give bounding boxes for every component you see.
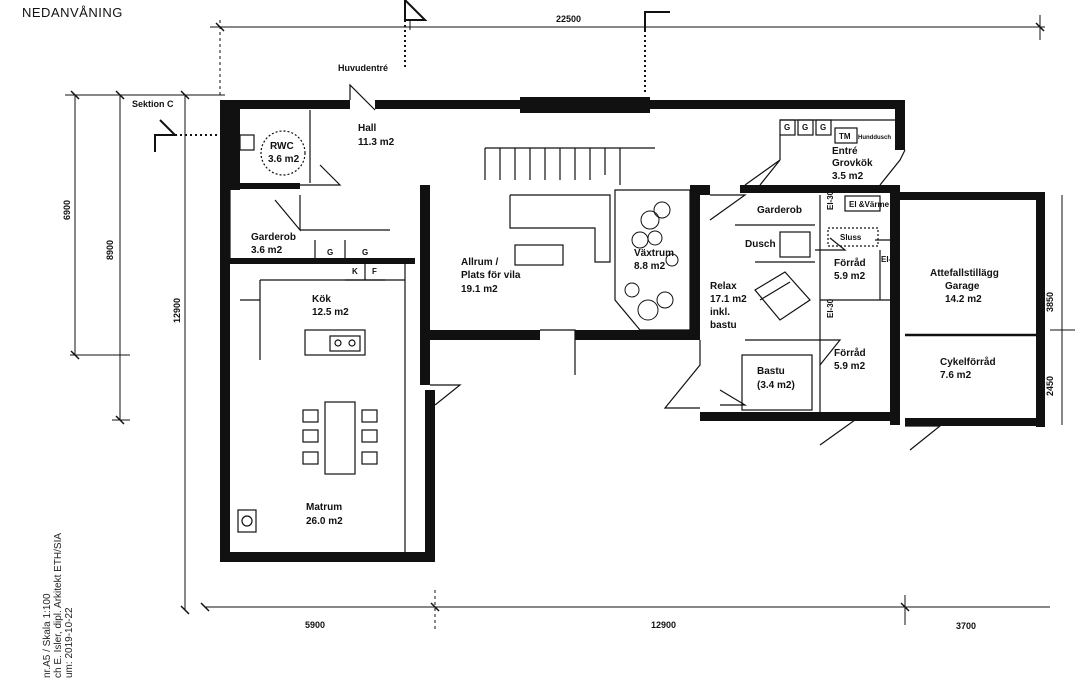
- stamp-line1: nr.A5 / Skala 1:100: [42, 593, 53, 678]
- room-forrad2-name: Förråd: [834, 348, 866, 359]
- plants: [624, 201, 679, 321]
- dim-bottom-left: 5900: [305, 620, 326, 630]
- room-garage-area: 14.2 m2: [945, 294, 982, 305]
- label-f: F: [372, 267, 377, 276]
- room-forrad1-name: Förråd: [834, 258, 866, 269]
- entrance-label: Huvudentré: [338, 63, 389, 73]
- room-rwc-name: RWC: [270, 141, 294, 152]
- room-hall-area: 11.3 m2: [358, 137, 395, 148]
- room-vaxtrum-area: 8.8 m2: [634, 261, 666, 272]
- room-bastu-name: Bastu: [757, 366, 785, 377]
- room-entre-name1: Entré: [832, 146, 858, 157]
- room-allrum-area: 19.1 m2: [461, 284, 498, 295]
- room-hall-name: Hall: [358, 123, 377, 134]
- room-forrad2-area: 5.9 m2: [834, 361, 866, 372]
- room-relax-note2: bastu: [710, 320, 737, 331]
- label-g2: G: [362, 248, 369, 257]
- label-k: K: [352, 267, 358, 276]
- section-c-marker: [154, 119, 178, 152]
- label-ei30-3: EI-30: [826, 298, 835, 318]
- room-relax-note1: inkl.: [710, 307, 731, 318]
- stamp-line2: ch E. Isler, dipl. Arkitekt ETH/SIA: [53, 532, 64, 678]
- drawing-stamp: nr.A5 / Skala 1:100 ch E. Isler, dipl. A…: [42, 533, 75, 678]
- label-g1: G: [327, 248, 334, 257]
- room-garderob-name: Garderob: [251, 232, 297, 243]
- room-rwc-area: 3.6 m2: [268, 154, 300, 165]
- room-entre-name2: Grovkök: [832, 158, 873, 169]
- label-tm: TM: [839, 132, 851, 141]
- room-matrum-name: Matrum: [306, 502, 343, 513]
- stamp-line3: um: 2019-10-22: [64, 607, 75, 678]
- label-sluss: Sluss: [840, 233, 862, 242]
- label-hunddusch: Hunddusch: [858, 135, 891, 141]
- room-cykel-area: 7.6 m2: [940, 370, 972, 381]
- room-entre-area: 3.5 m2: [832, 171, 864, 182]
- label-ei30-2: EI-30: [826, 190, 835, 210]
- label-el-varme: El &Värme: [849, 200, 890, 209]
- drawing-title: NEDANVÅNING: [22, 5, 123, 20]
- dim-top: 22500: [556, 14, 582, 24]
- room-cykel-name: Cykelförråd: [940, 357, 996, 368]
- dim-left-inner: 6900: [62, 199, 72, 220]
- room-allrum-name2: Plats för vila: [461, 270, 521, 281]
- room-relax-area: 17.1 m2: [710, 294, 747, 305]
- dim-right-bottom: 2450: [1045, 375, 1055, 396]
- label-ei30-1: EI-30: [881, 255, 901, 264]
- room-bastu-area: (3.4 m2): [757, 380, 795, 391]
- dim-left-mid: 12900: [172, 297, 182, 323]
- dim-bottom-mid: 12900: [651, 620, 677, 630]
- room-kok-name: Kök: [312, 294, 331, 305]
- room-kok-area: 12.5 m2: [312, 307, 349, 318]
- dim-bottom-right: 3700: [956, 621, 977, 631]
- room-matrum-area: 26.0 m2: [306, 516, 343, 527]
- label-g3: G: [784, 123, 791, 132]
- room-dusch-name: Dusch: [745, 239, 776, 250]
- walls: [220, 97, 1045, 562]
- room-garage-name2: Garage: [945, 281, 980, 292]
- room-vaxtrum-name: Växtrum: [634, 248, 675, 259]
- room-garage-name1: Attefallstillägg: [930, 268, 999, 279]
- room-allrum-name1: Allrum /: [461, 257, 499, 268]
- room-garderob-area: 3.6 m2: [251, 245, 283, 256]
- dim-left-outer: 8900: [105, 239, 115, 260]
- section-c-label: Sektion C: [132, 99, 174, 109]
- room-forrad1-area: 5.9 m2: [834, 271, 866, 282]
- label-g5: G: [820, 123, 827, 132]
- room-garderob2-name: Garderob: [757, 205, 803, 216]
- label-g4: G: [802, 123, 809, 132]
- room-relax-name: Relax: [710, 281, 737, 292]
- dim-right-top: 3850: [1045, 291, 1055, 312]
